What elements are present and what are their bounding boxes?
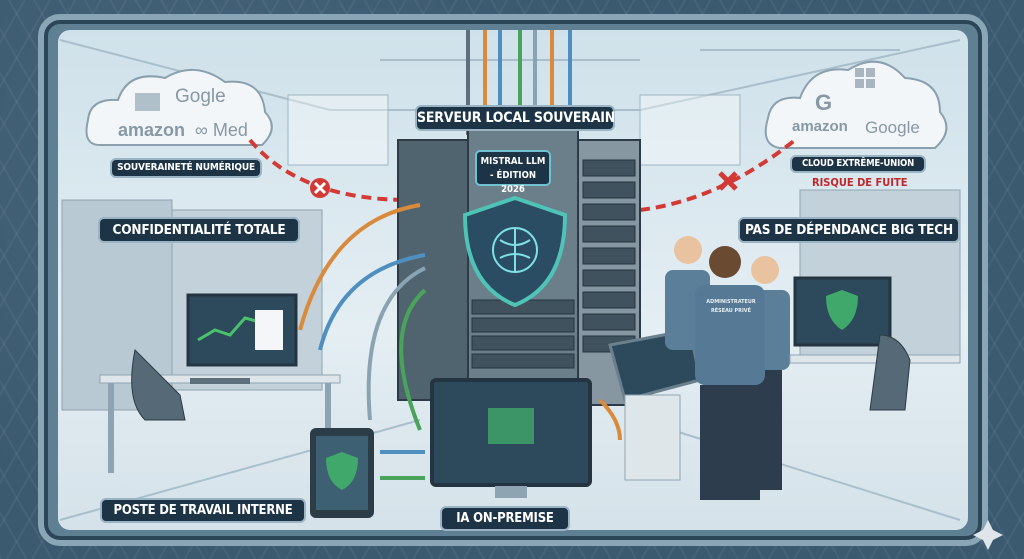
- desk-right: [789, 354, 961, 364]
- office-chair-left: [131, 348, 186, 421]
- staff-group: [665, 236, 790, 500]
- keyboard: [190, 378, 250, 384]
- right-cloud: [764, 60, 948, 149]
- label-no-dependency: PAS DE DÉPENDANCE BIG TECH: [738, 217, 960, 243]
- label-cloud-union: CLOUD EXTRÊME-UNION: [790, 155, 926, 173]
- label-leak-risk: RISQUE DE FUITE: [812, 176, 908, 189]
- model-badge: MISTRAL LLM - ÉDITION 2026: [475, 150, 551, 195]
- office-chair-right: [869, 334, 911, 411]
- server-units: [471, 159, 636, 369]
- lock-shield-icon-right: [826, 290, 858, 330]
- brand-amazon-right: amazon: [792, 118, 848, 135]
- label-server: SERVEUR LOCAL SOUVERAIN: [415, 105, 615, 131]
- lock-icon: [488, 408, 534, 444]
- lock-shield-icon: [326, 452, 358, 490]
- brand-google-left: Gogle: [175, 86, 226, 107]
- label-confidentiality: CONFIDENTIALITÉ TOTALE: [98, 217, 300, 243]
- server-rack-side: [397, 139, 469, 401]
- hologram-panel-right: [639, 94, 741, 166]
- administrator: [695, 285, 765, 385]
- sync-arrows-icon: [380, 450, 425, 480]
- brand-google-right: Google: [865, 118, 920, 137]
- model-name: MISTRAL LLM: [480, 156, 546, 167]
- sparkle-icon: [973, 520, 1003, 550]
- label-on-premise: IA ON-PREMISE: [440, 506, 570, 531]
- brand-g-right: G: [815, 90, 833, 115]
- brain-shield-icon: [462, 195, 568, 308]
- eu-flag-icon: [135, 93, 160, 111]
- brand-amazon-left: amazon: [118, 120, 186, 140]
- label-sovereignty: SOUVERAINETÉ NUMÉRIQUE: [110, 158, 262, 178]
- badge-line-2: RÉSEAU PRIVÉ: [710, 308, 752, 314]
- badge-line-1: ADMINISTRATEUR: [706, 299, 756, 305]
- windows-icon: [855, 68, 875, 88]
- model-edition: - ÉDITION 2026: [489, 170, 537, 195]
- blocked-link-left: [248, 138, 411, 202]
- hologram-panel-left: [287, 94, 389, 166]
- blocked-x-icon: [310, 178, 330, 198]
- cross-x-icon: [718, 171, 738, 191]
- left-cloud: [85, 68, 273, 146]
- label-workstation: POSTE DE TRAVAIL INTERNE: [100, 498, 306, 523]
- admin-badge: ADMINISTRATEUR RÉSEAU PRIVÉ: [706, 298, 756, 316]
- network-cables: [298, 203, 622, 441]
- brand-meta-left: ∞ Med: [195, 120, 248, 140]
